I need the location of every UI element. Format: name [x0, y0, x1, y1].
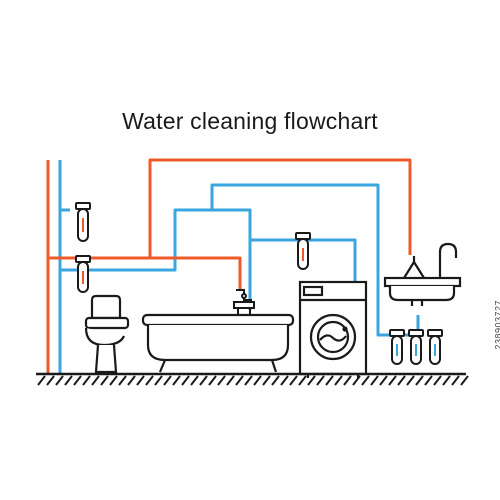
floor-hatch-mark [406, 375, 415, 386]
water-filter-icon [427, 329, 443, 365]
hot-pipe-sink [148, 158, 412, 258]
hot-pipes [46, 158, 412, 375]
floor-hatch-mark [388, 375, 397, 386]
floor-hatch-mark [343, 375, 352, 386]
floor-hatch-mark [379, 375, 388, 386]
water-filter-icon [408, 329, 424, 365]
water-filter-icon [295, 232, 311, 270]
floor-hatch-mark [325, 375, 334, 386]
floor-hatch-mark [307, 375, 316, 386]
floor-hatch-mark [55, 375, 64, 386]
floor-hatch-mark [145, 375, 154, 386]
floor-hatch-mark [46, 375, 55, 386]
floor-hatch-mark [208, 375, 217, 386]
floor-hatch-mark [370, 375, 379, 386]
floor-hatch-mark [361, 375, 370, 386]
floor-hatch-mark [289, 375, 298, 386]
water-filter-icon [75, 202, 91, 242]
washing-machine-icon [298, 280, 368, 378]
floor-hatch-mark [163, 375, 172, 386]
floor-hatch-mark [172, 375, 181, 386]
floor-hatch-mark [334, 375, 343, 386]
floor-hatch-mark [127, 375, 136, 386]
stock-id-label: 238903727 [494, 300, 500, 350]
floor-hatch-mark [217, 375, 226, 386]
floor-hatch-mark [433, 375, 442, 386]
floor-hatch-mark [64, 375, 73, 386]
floor-hatching-icon [36, 372, 469, 386]
floor-hatch-mark [118, 375, 127, 386]
diagram-title: Water cleaning flowchart [122, 108, 378, 134]
floor-hatch-mark [298, 375, 307, 386]
floor-hatch-mark [154, 375, 163, 386]
cold-pipe-washer [250, 238, 357, 290]
sink-icon [383, 242, 462, 306]
water-filter-icon [75, 255, 91, 293]
toilet-icon [84, 294, 130, 374]
floor-hatch-mark [109, 375, 118, 386]
floor-hatch-mark [226, 375, 235, 386]
floor-hatch-mark [199, 375, 208, 386]
floor-hatch-mark [190, 375, 199, 386]
floor-hatch-mark [244, 375, 253, 386]
floor-hatch-mark [73, 375, 82, 386]
cold-pipe-bath [60, 208, 252, 310]
floor-hatch-mark [352, 375, 361, 386]
floor-hatch-mark [397, 375, 406, 386]
water-filter-icon [389, 329, 405, 365]
floor-hatch-mark [37, 375, 46, 386]
floor-hatch-mark [280, 375, 289, 386]
floor-hatch-mark [100, 375, 109, 386]
floor-hatch-mark [262, 375, 271, 386]
faucet-icon [233, 289, 255, 314]
floor-hatch-mark [460, 375, 469, 386]
hot-pipe-bath [48, 256, 242, 290]
floor-hatch-mark [271, 375, 280, 386]
bathtub-icon [141, 313, 295, 373]
floor-hatch-mark [82, 375, 91, 386]
floor-hatch-mark [442, 375, 451, 386]
floor-hatch-mark [181, 375, 190, 386]
floor-hatch-mark [451, 375, 460, 386]
floor-hatch-mark [136, 375, 145, 386]
floor-hatch-mark [424, 375, 433, 386]
floor-hatch-mark [415, 375, 424, 386]
floor-hatch-mark [235, 375, 244, 386]
floor-hatch-mark [91, 375, 100, 386]
floor-hatch-mark [253, 375, 262, 386]
floor-hatch-mark [316, 375, 325, 386]
